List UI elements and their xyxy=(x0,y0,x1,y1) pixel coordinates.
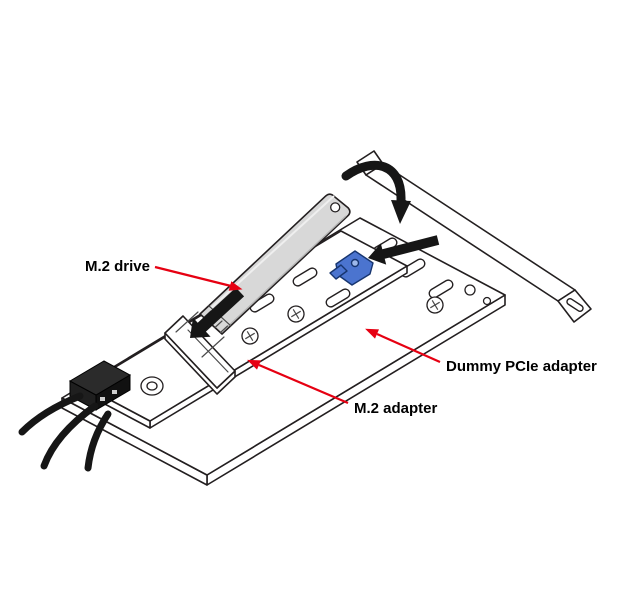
drive-shadow-edge xyxy=(223,215,347,331)
insert-arrow-left xyxy=(368,235,440,265)
rotate-arrow-shaft xyxy=(341,160,406,205)
adapter-screw xyxy=(241,327,259,345)
insert-arrow-down-left xyxy=(190,287,245,338)
cable xyxy=(84,410,112,472)
m2-adapter-label: M.2 adapter xyxy=(354,400,438,417)
gold-finger xyxy=(214,320,223,329)
callout-line xyxy=(154,265,232,288)
connector-pin xyxy=(100,397,105,401)
m2-drive-label: M.2 drive xyxy=(85,258,150,275)
drive-mount-notch xyxy=(330,202,341,213)
standoff-post xyxy=(140,376,164,396)
adapter-screw xyxy=(287,305,305,323)
connector-pin xyxy=(112,390,117,394)
dummy-pcie-adapter-label: Dummy PCIe adapter xyxy=(446,358,597,375)
callout-arrow-head xyxy=(228,281,243,291)
socket-top xyxy=(164,315,236,389)
callout-m2-adapter: M.2 adapter xyxy=(247,359,438,417)
bracket-foot-slot xyxy=(566,298,584,312)
adapter-slot xyxy=(325,288,351,308)
rotate-down-arrow xyxy=(341,160,411,224)
cable xyxy=(40,402,99,470)
board-mount-hole xyxy=(482,296,492,306)
gold-finger xyxy=(219,325,229,334)
adapter-slot xyxy=(292,267,318,287)
connector-top xyxy=(68,360,132,396)
callout-line xyxy=(258,363,349,405)
cable xyxy=(18,392,84,436)
board-slot xyxy=(428,279,454,299)
clip-arm xyxy=(329,264,348,280)
retention-clip xyxy=(329,250,374,286)
clip-center xyxy=(350,258,360,268)
callout-line xyxy=(376,332,441,364)
callout-arrow-head xyxy=(365,328,379,339)
callout-dummy-pcie-adapter: Dummy PCIe adapter xyxy=(365,328,597,375)
board-mount-hole xyxy=(464,284,476,296)
cables xyxy=(18,392,112,472)
callout-m2-drive: M.2 drive xyxy=(85,258,243,291)
board-screw xyxy=(426,296,444,314)
m2-adapter-board xyxy=(18,230,408,472)
callout-arrow-head xyxy=(247,359,261,370)
rotate-arrow-head xyxy=(391,200,411,224)
alignment-guide xyxy=(175,311,199,333)
alignment-guide xyxy=(201,336,225,358)
